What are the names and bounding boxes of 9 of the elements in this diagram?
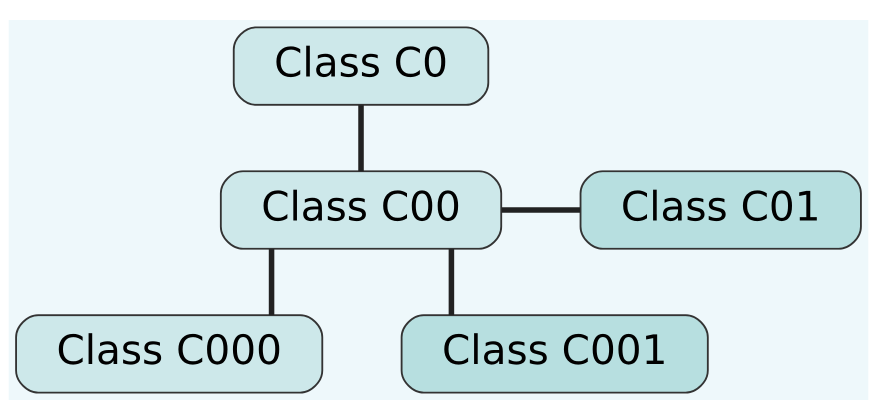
connector	[502, 206, 580, 212]
connector	[448, 248, 454, 315]
connector	[358, 104, 364, 171]
node-box: Class C01	[580, 170, 862, 250]
node-box: Class C00	[220, 170, 502, 250]
node-box: Class C0	[232, 26, 490, 106]
node-box: Class C001	[400, 314, 709, 394]
node-box: Class C000	[15, 314, 324, 394]
connector	[268, 248, 274, 315]
